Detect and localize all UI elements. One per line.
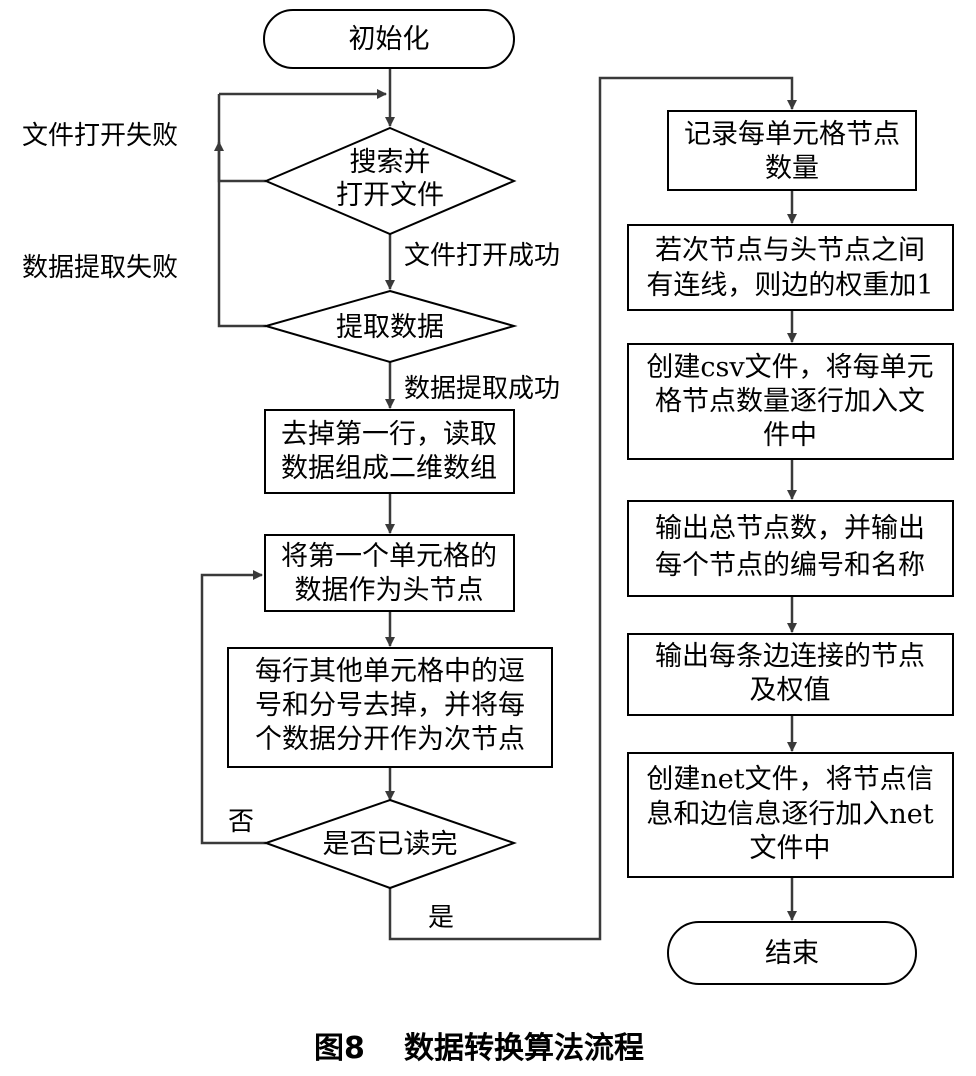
node-output-nodes: 输出总节点数，并输出 每个节点的编号和名称 (627, 500, 954, 597)
node-read-done-label: 是否已读完 (323, 829, 458, 860)
node-output-nodes-line-1: 输出总节点数，并输出 (655, 513, 925, 544)
label-yes: 是 (428, 903, 454, 933)
node-create-csv: 创建csv文件，将每单元 格节点数量逐行加入文 件中 (627, 343, 954, 460)
node-create-net-line-1: 创建net文件，将节点信 (646, 764, 933, 795)
node-edge-weight-line-2: 有连线，则边的权重加1 (646, 270, 933, 301)
node-create-net-line-2: 息和边信息逐行加入net (646, 799, 933, 830)
edge-open-fail-loop (217, 94, 266, 183)
node-search-open-line-1: 搜索并 (350, 147, 431, 178)
node-create-csv-line-1: 创建csv文件，将每单元 (646, 352, 933, 383)
edge-extract-fail-loop (217, 175, 266, 328)
label-open-success: 文件打开成功 (404, 241, 560, 271)
node-search-open: 搜索并 打开文件 (263, 126, 517, 236)
node-search-open-line-2: 打开文件 (336, 180, 444, 211)
node-end: 结束 (667, 921, 917, 985)
node-sub-nodes-line-3: 个数据分开作为次节点 (255, 724, 525, 755)
edge-no-loop (200, 570, 266, 845)
node-sub-nodes: 每行其他单元格中的逗 号和分号去掉，并将每 个数据分开作为次节点 (227, 647, 553, 768)
caption-figure-number: 图8 (314, 1031, 365, 1066)
node-head-node-line-1: 将第一个单元格的 (281, 541, 497, 572)
node-remove-first-row-line-1: 去掉第一行，读取 (281, 419, 497, 450)
node-record-count-line-2: 数量 (765, 153, 819, 184)
node-record-count: 记录每单元格节点 数量 (667, 110, 917, 191)
node-output-nodes-line-2: 每个节点的编号和名称 (655, 550, 925, 581)
node-output-edges-line-1: 输出每条边连接的节点 (655, 641, 925, 672)
node-init-label: 初始化 (349, 24, 430, 55)
label-open-fail: 文件打开失败 (22, 121, 178, 151)
node-edge-weight-line-1: 若次节点与头节点之间 (655, 235, 925, 266)
node-edge-weight: 若次节点与头节点之间 有连线，则边的权重加1 (627, 224, 954, 311)
node-read-done: 是否已读完 (263, 798, 517, 890)
node-output-edges: 输出每条边连接的节点 及权值 (627, 633, 954, 716)
node-end-label: 结束 (765, 938, 819, 969)
label-extract-fail: 数据提取失败 (22, 253, 178, 283)
label-extract-success: 数据提取成功 (404, 374, 560, 404)
node-head-node-line-2: 数据作为头节点 (295, 575, 484, 606)
node-sub-nodes-line-1: 每行其他单元格中的逗 (255, 656, 525, 687)
node-create-csv-line-3: 件中 (763, 420, 817, 451)
caption-title: 数据转换算法流程 (404, 1031, 644, 1066)
node-create-csv-line-2: 格节点数量逐行加入文 (655, 386, 925, 417)
node-create-net-line-3: 文件中 (750, 833, 831, 864)
label-no: 否 (228, 807, 254, 837)
node-head-node: 将第一个单元格的 数据作为头节点 (264, 534, 515, 612)
node-init: 初始化 (263, 9, 515, 69)
figure-caption: 图8 数据转换算法流程 (314, 1031, 644, 1066)
node-remove-first-row: 去掉第一行，读取 数据组成二维数组 (264, 409, 515, 494)
edges (200, 68, 797, 941)
node-record-count-line-1: 记录每单元格节点 (684, 119, 900, 150)
node-output-edges-line-2: 及权值 (750, 675, 831, 706)
node-extract: 提取数据 (262, 289, 518, 364)
edge-labels: 文件打开失败 文件打开成功 数据提取失败 数据提取成功 否 是 (22, 121, 560, 933)
node-sub-nodes-line-2: 号和分号去掉，并将每 (255, 690, 525, 721)
node-remove-first-row-line-2: 数据组成二维数组 (281, 453, 497, 484)
node-create-net: 创建net文件，将节点信 息和边信息逐行加入net 文件中 (627, 752, 954, 878)
edge-yes-to-record (388, 76, 797, 941)
node-extract-label: 提取数据 (336, 312, 444, 343)
